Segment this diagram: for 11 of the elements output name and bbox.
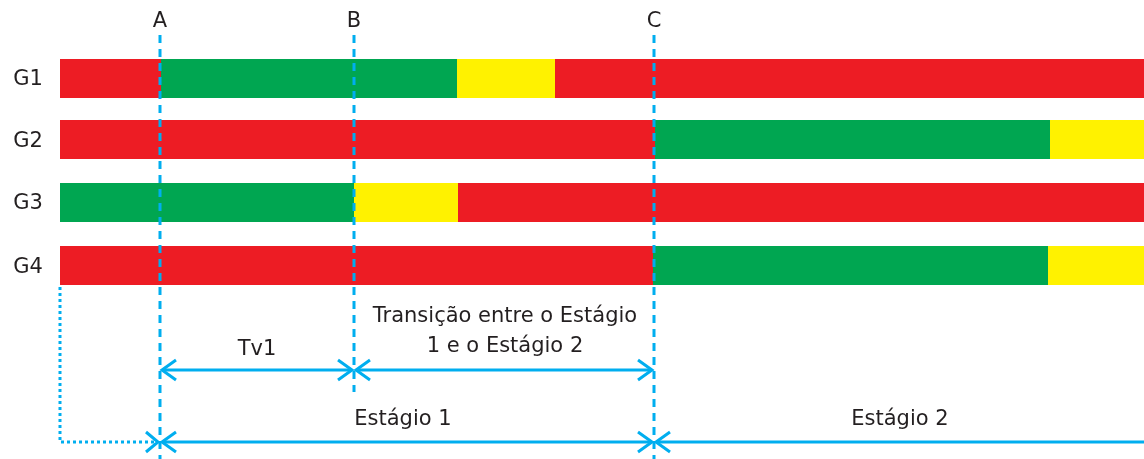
signal-group-label: G2 <box>13 127 43 154</box>
signal-group-label: G3 <box>13 189 43 216</box>
interval-label: Transição entre o Estágio 1 e o Estágio 2 <box>371 302 639 359</box>
signal-group-label: G1 <box>13 65 43 92</box>
marker-label: B <box>346 7 362 34</box>
marker-label: C <box>646 7 662 34</box>
interval-label: Tv1 <box>237 335 277 362</box>
signal-group-label: G4 <box>13 253 43 280</box>
stage-label: Estágio 2 <box>851 405 949 432</box>
marker-label: A <box>152 7 168 34</box>
stage-label: Estágio 1 <box>354 405 452 432</box>
